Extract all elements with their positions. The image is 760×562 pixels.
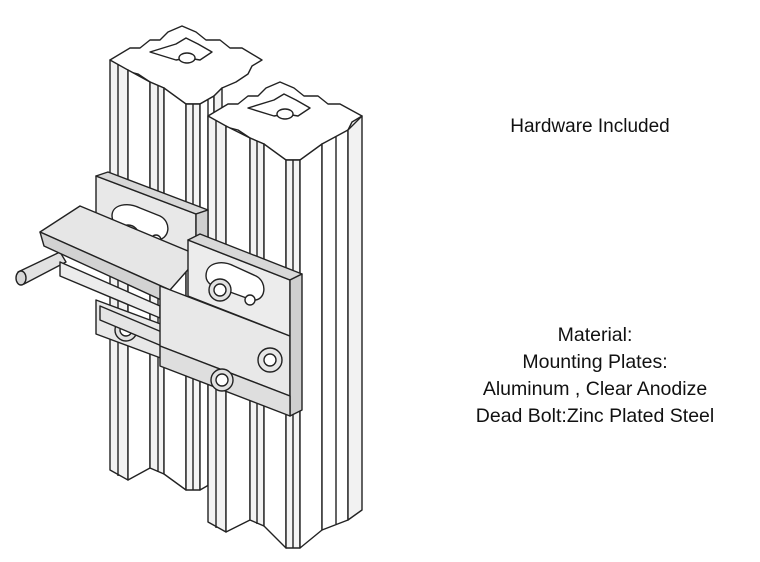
mounting-plate-right [159, 233, 303, 417]
material-line-plates: Mounting Plates: [522, 351, 668, 373]
material-heading: Material: [557, 324, 633, 346]
hardware-included-note: Hardware Included [510, 116, 670, 137]
material-spec: Material: Mounting Plates: Aluminum , Cl… [440, 322, 750, 430]
material-line-deadbolt: Dead Bolt:Zinc Plated Steel [475, 405, 715, 427]
dead-bolt-rod [15, 251, 67, 286]
material-line-aluminum: Aluminum , Clear Anodize [482, 378, 708, 400]
assembly-illustration [15, 25, 363, 549]
